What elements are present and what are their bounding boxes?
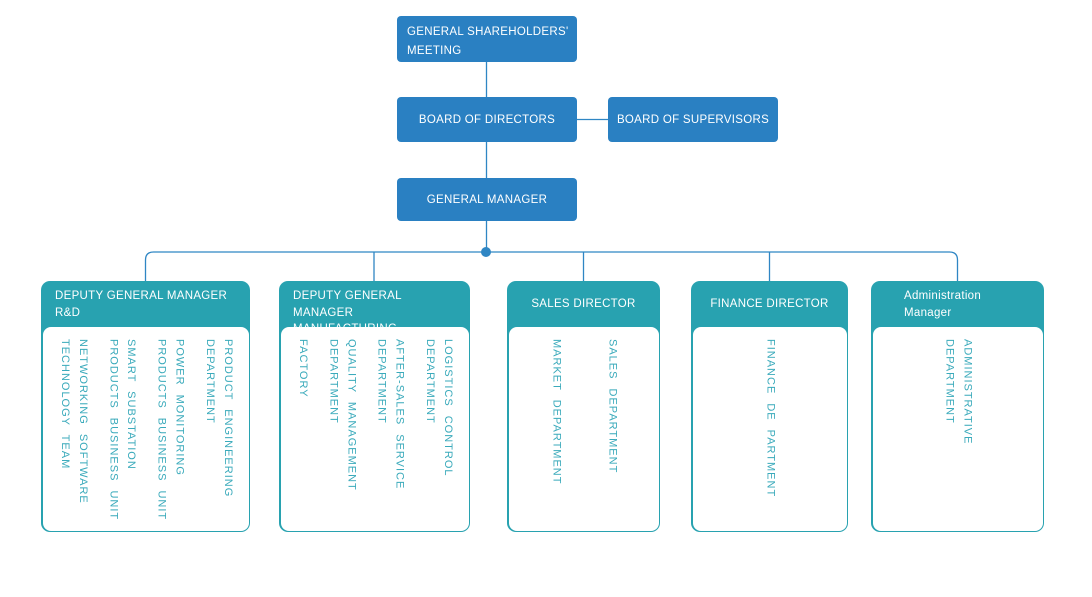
dept-header-administration: Administration Manager bbox=[871, 281, 1044, 327]
sub-dept-line: LOGISTICS CONTROL bbox=[441, 339, 454, 477]
node-general-shareholders-meeting: GENERAL SHAREHOLDERS' MEETING bbox=[397, 16, 577, 62]
sub-dept-line: QUALITY MANAGEMENT bbox=[345, 339, 358, 491]
sub-dept-line: POWER MONITORING bbox=[173, 339, 186, 476]
sub-dept-line: ADMINISTRATIVE bbox=[961, 339, 974, 445]
dept-body-rd: NETWORKING SOFTWARE TECHNOLOGY TEAM SMAR… bbox=[42, 327, 249, 531]
sub-dept-administrative: ADMINISTRATIVE DEPARTMENT bbox=[940, 339, 976, 444]
sub-dept-line: DEPARTMENT bbox=[203, 339, 216, 424]
dept-body-finance: FINANCE DE PARTMENT bbox=[692, 327, 847, 531]
junction-dot bbox=[481, 247, 491, 257]
sub-dept-smart-substation-unit: SMART SUBSTATION PRODUCTS BUSINESS UNIT bbox=[104, 339, 140, 520]
dept-title-line: R&D bbox=[55, 306, 81, 319]
sub-dept-line: SALES DEPARTMENT bbox=[606, 339, 619, 474]
dept-header-manufacturing: DEPUTY GENERAL MANAGER MANUFACTURING bbox=[279, 281, 470, 335]
sub-dept-quality-management: QUALITY MANAGEMENT DEPARTMENT bbox=[324, 339, 360, 491]
dept-title-line: Manager bbox=[904, 306, 952, 319]
sub-dept-line: MARKET DEPARTMENT bbox=[550, 339, 563, 485]
dept-title-line: Administration bbox=[904, 290, 982, 302]
sub-dept-line: PRODUCTS BUSINESS UNIT bbox=[107, 339, 120, 521]
sub-dept-line: NETWORKING SOFTWARE bbox=[76, 339, 89, 504]
dept-title-line: FINANCE DIRECTOR bbox=[710, 298, 829, 310]
node-label: GENERAL MANAGER bbox=[426, 193, 548, 206]
sub-dept-finance-department: FINANCE DE PARTMENT bbox=[761, 339, 779, 497]
node-label: BOARD OF DIRECTORS bbox=[418, 113, 556, 126]
dept-header-sales: SALES DIRECTOR bbox=[507, 281, 660, 327]
sub-dept-line: DEPARTMENT bbox=[375, 339, 388, 424]
node-general-manager: GENERAL MANAGER bbox=[397, 178, 577, 221]
sub-dept-sales: SALES DEPARTMENT bbox=[603, 339, 621, 473]
sub-dept-line: TECHNOLOGY TEAM bbox=[59, 339, 71, 470]
node-label-line: MEETING bbox=[407, 45, 462, 57]
sub-dept-line: DEPARTMENT bbox=[424, 339, 436, 424]
sub-dept-line: FACTORY bbox=[296, 339, 309, 398]
sub-dept-line: PRODUCT ENGINEERING bbox=[221, 339, 234, 498]
sub-dept-line: PRODUCTS BUSINESS UNIT bbox=[155, 339, 168, 521]
sub-dept-factory: FACTORY bbox=[293, 339, 311, 398]
sub-dept-line: AFTER-SALES SERVICE bbox=[393, 339, 406, 490]
dept-card-finance: FINANCE DIRECTOR FINANCE DE PARTMENT bbox=[691, 281, 848, 532]
sub-dept-after-sales-service: AFTER-SALES SERVICE DEPARTMENT bbox=[372, 339, 408, 489]
sub-dept-power-monitoring-unit: POWER MONITORING PRODUCTS BUSINESS UNIT bbox=[152, 339, 188, 520]
dept-body-administration: ADMINISTRATIVE DEPARTMENT bbox=[872, 327, 1043, 531]
dept-header-finance: FINANCE DIRECTOR bbox=[691, 281, 848, 327]
dept-title-line: DEPUTY GENERAL MANAGER bbox=[55, 290, 228, 302]
dept-body-manufacturing: FACTORY QUALITY MANAGEMENT DEPARTMENT AF… bbox=[280, 327, 469, 531]
sub-dept-product-engineering: PRODUCT ENGINEERING DEPARTMENT bbox=[200, 339, 236, 497]
sub-dept-networking-software-team: NETWORKING SOFTWARE TECHNOLOGY TEAM bbox=[55, 339, 91, 504]
node-board-of-supervisors: BOARD OF SUPERVISORS bbox=[608, 97, 778, 142]
dept-card-manufacturing: DEPUTY GENERAL MANAGER MANUFACTURING FAC… bbox=[279, 281, 470, 532]
dept-body-sales: MARKET DEPARTMENT SALES DEPARTMENT bbox=[508, 327, 659, 531]
dept-card-rd: DEPUTY GENERAL MANAGER R&D NETWORKING SO… bbox=[41, 281, 250, 532]
node-board-of-directors: BOARD OF DIRECTORS bbox=[397, 97, 577, 142]
dept-title-line: SALES DIRECTOR bbox=[531, 298, 636, 310]
connector-trunk bbox=[144, 251, 959, 281]
dept-header-rd: DEPUTY GENERAL MANAGER R&D bbox=[41, 281, 250, 327]
sub-dept-line: FINANCE DE PARTMENT bbox=[764, 339, 777, 498]
dept-card-sales: SALES DIRECTOR MARKET DEPARTMENT SALES D… bbox=[507, 281, 660, 532]
node-label: BOARD OF SUPERVISORS bbox=[616, 113, 770, 126]
sub-dept-market: MARKET DEPARTMENT bbox=[547, 339, 565, 484]
node-label-line: GENERAL SHAREHOLDERS' bbox=[407, 26, 569, 38]
dept-card-administration: Administration Manager ADMINISTRATIVE DE… bbox=[871, 281, 1044, 532]
dept-title-line: DEPUTY GENERAL MANAGER bbox=[293, 290, 402, 319]
sub-dept-line: SMART SUBSTATION bbox=[125, 339, 138, 470]
sub-dept-line: DEPARTMENT bbox=[943, 339, 956, 424]
sub-dept-logistics-control: LOGISTICS CONTROL DEPARTMENT bbox=[420, 339, 456, 477]
sub-dept-line: DEPARTMENT bbox=[327, 339, 340, 424]
